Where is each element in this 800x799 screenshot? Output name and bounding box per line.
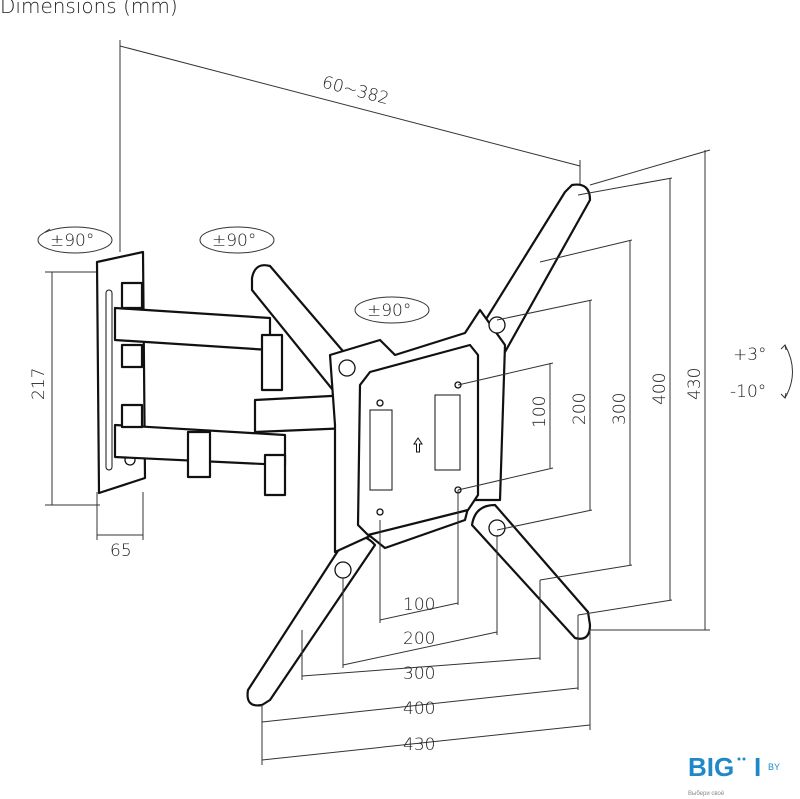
svg-text:I: I (754, 752, 761, 782)
svg-text:BY: BY (768, 762, 780, 772)
horizontal-dim-100: 100 (403, 595, 435, 615)
svg-text:BIG: BIG (688, 752, 734, 782)
tilt-up-label: +3° (733, 345, 767, 365)
horizontal-dim-200: 200 (403, 629, 435, 649)
vertical-dim-100: 100 (530, 396, 550, 428)
vertical-dim-200: 200 (570, 393, 590, 425)
rotation-indicator-plate: ±90° (354, 296, 430, 324)
svg-text:Выбери своё: Выбери своё (688, 791, 725, 797)
horizontal-dim-400: 400 (403, 699, 435, 719)
articulating-arm (113, 281, 352, 497)
horizontal-dim-300: 300 (403, 664, 435, 684)
vertical-dim-400: 400 (650, 373, 670, 405)
horizontal-dim-430: 430 (403, 735, 435, 755)
rotation-label-plate: ±90° (367, 301, 411, 321)
wall-plate-dimensions: 217 65 (29, 271, 144, 561)
rotation-label-wall: ±90° (50, 231, 94, 251)
tilt-down-label: -10° (730, 382, 766, 402)
bigi-logo: BIG I BY Выбери своё (688, 752, 780, 797)
wall-plate-height-label: 217 (29, 368, 49, 400)
vertical-dim-430: 430 (685, 368, 705, 400)
wall-plate-width-label: 65 (110, 541, 132, 561)
vertical-dim-300: 300 (610, 393, 630, 425)
mounting-plate (328, 308, 507, 579)
rotation-label-arm: ±90° (212, 231, 256, 251)
horizontal-dimensions: 100 200 300 400 430 (261, 490, 591, 765)
diagram-title: Dimensions (mm) (0, 0, 178, 18)
vertical-dimensions: 100 200 300 400 430 (457, 149, 711, 631)
tilt-arrow-icon (784, 344, 793, 399)
arm-extension-dimension: 60~382 (119, 40, 581, 252)
swivel-indicator-arm: ±90° (199, 226, 275, 254)
swivel-indicator-wall: ±90° (37, 226, 113, 254)
arm-extension-label: 60~382 (320, 73, 391, 110)
tilt-indicator: +3° -10° (730, 343, 793, 402)
